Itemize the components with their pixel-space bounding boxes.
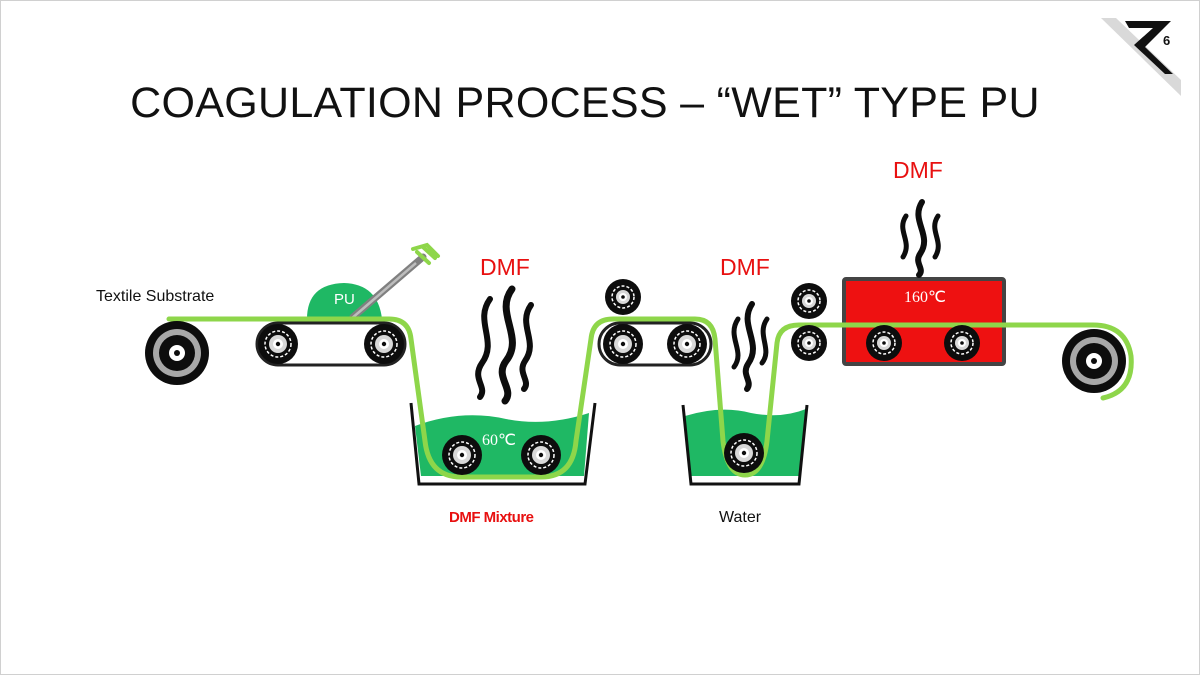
transfer-roller xyxy=(602,323,644,365)
bath-roller xyxy=(723,432,765,474)
oven-temperature: 160℃ xyxy=(904,289,946,306)
transfer-roller xyxy=(666,323,708,365)
pu-label: PU xyxy=(334,291,355,308)
unwind-roll xyxy=(145,321,209,385)
fumes-icon xyxy=(475,285,534,405)
doctor-blade xyxy=(349,242,440,321)
bath-temperature: 60℃ xyxy=(482,432,516,449)
bath-roller xyxy=(441,434,483,476)
guide-roller xyxy=(790,282,828,320)
slide-title: COAGULATION PROCESS – “WET” TYPE PU xyxy=(130,79,1040,127)
conveyor-roller xyxy=(257,323,299,365)
dmf-fumes-label: DMF xyxy=(480,254,530,280)
rewind-roll xyxy=(1062,329,1126,393)
substrate-label: Textile Substrate xyxy=(96,288,214,305)
fumes-icon xyxy=(731,301,770,392)
dmf-fumes-label: DMF xyxy=(893,157,943,183)
substrate-web-path xyxy=(166,316,1134,480)
conveyor-roller xyxy=(363,323,405,365)
dmf-fumes-label: DMF xyxy=(720,254,770,280)
oven-roller xyxy=(943,324,981,362)
oven-roller xyxy=(865,324,903,362)
transfer-roller xyxy=(604,278,642,316)
bath-roller xyxy=(520,434,562,476)
page-number: 6 xyxy=(1163,33,1171,48)
corner-logo xyxy=(1101,18,1181,96)
dmf-mixture-label: DMF Mixture xyxy=(449,509,534,526)
water-label: Water xyxy=(719,509,762,526)
guide-roller xyxy=(790,324,828,362)
fumes-icon xyxy=(900,199,941,278)
